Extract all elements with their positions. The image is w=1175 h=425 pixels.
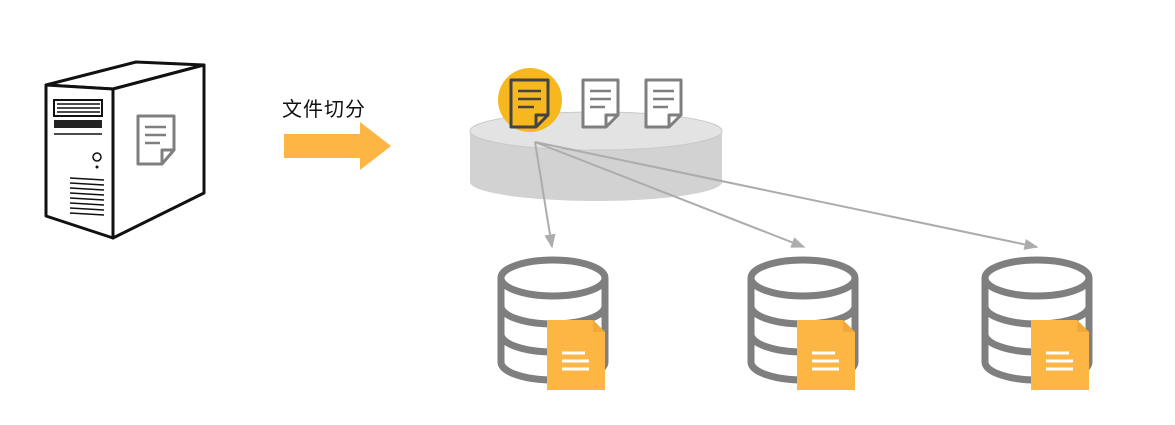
- document-icon: [644, 78, 683, 129]
- server-tower-icon: [44, 60, 206, 240]
- document-icon: [136, 114, 176, 166]
- highlighted-block-icon: [498, 68, 562, 132]
- split-arrow-icon: [284, 122, 391, 170]
- document-icon: [581, 78, 620, 129]
- document-icon: [547, 320, 605, 390]
- split-label: 文件切分: [282, 97, 366, 121]
- document-icon: [1031, 320, 1089, 390]
- distribution-lines: [534, 141, 1039, 250]
- document-icon: [797, 320, 855, 390]
